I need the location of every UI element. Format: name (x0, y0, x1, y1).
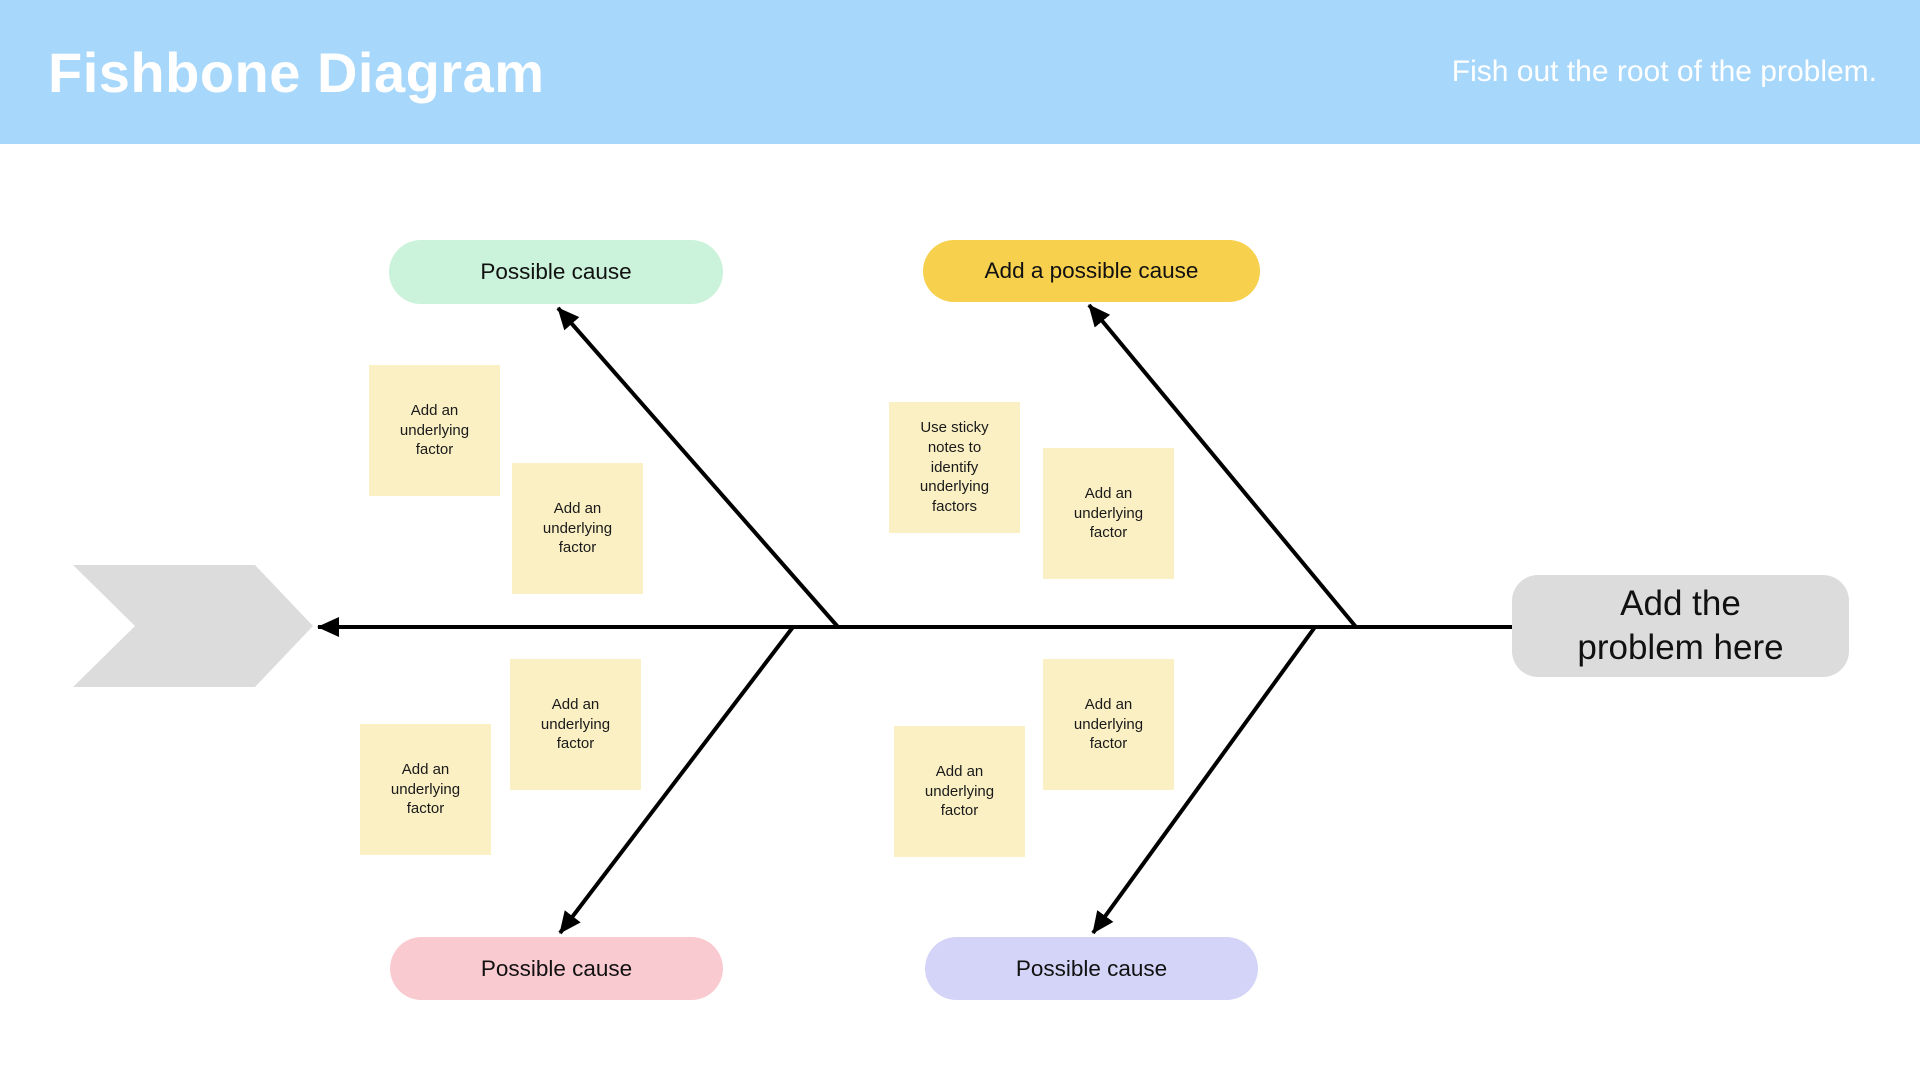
page-title: Fishbone Diagram (48, 40, 545, 104)
bone-top-right (1087, 303, 1358, 629)
cause-pill-top-left[interactable]: Possible cause (389, 240, 723, 304)
bone-bottom-right (1091, 625, 1317, 935)
sticky-note[interactable]: Add an underlying factor (510, 659, 641, 790)
sticky-note-instructions[interactable]: Use sticky notes to identify underlying … (889, 402, 1020, 533)
app-header: Fishbone Diagram Fish out the root of th… (0, 0, 1920, 144)
cause-pill-bottom-left[interactable]: Possible cause (390, 937, 723, 1000)
cause-pill-top-right[interactable]: Add a possible cause (923, 240, 1260, 302)
sticky-note[interactable]: Add an underlying factor (512, 463, 643, 594)
cause-pill-bottom-right[interactable]: Possible cause (925, 937, 1258, 1000)
sticky-note[interactable]: Add an underlying factor (369, 365, 500, 496)
header-tagline: Fish out the root of the problem. (1451, 55, 1877, 88)
bone-bottom-left (558, 625, 795, 935)
sticky-note[interactable]: Add an underlying factor (1043, 448, 1174, 579)
sticky-note[interactable]: Add an underlying factor (1043, 659, 1174, 790)
sticky-note[interactable]: Add an underlying factor (360, 724, 491, 855)
fish-tail-shape (73, 565, 313, 687)
bone-top-left (556, 306, 840, 629)
problem-box[interactable]: Add the problem here (1512, 575, 1849, 677)
sticky-note[interactable]: Add an underlying factor (894, 726, 1025, 857)
